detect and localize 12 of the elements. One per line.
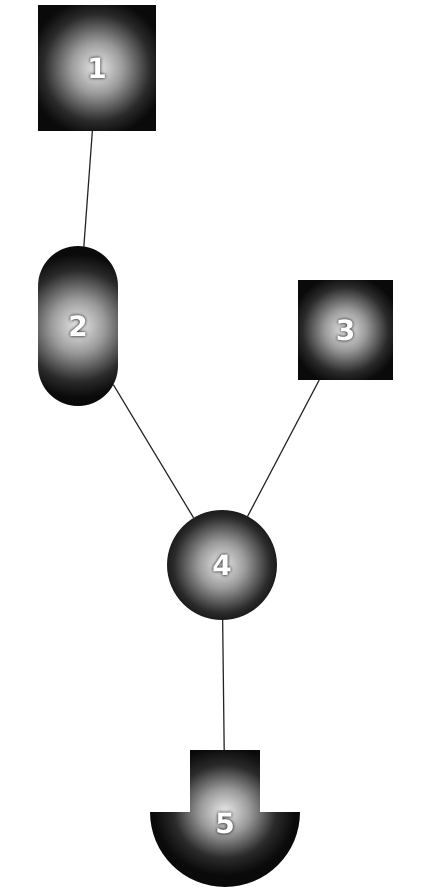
connector-line [247, 380, 320, 517]
connector-line [222, 620, 225, 750]
square-node [298, 280, 393, 380]
square-node [38, 5, 156, 131]
node-number: 3 [336, 314, 356, 346]
node-number: 5 [215, 807, 235, 840]
connector-line [112, 384, 194, 518]
bowl-node [150, 750, 300, 887]
node-number: 4 [212, 548, 232, 582]
node-number: 2 [68, 310, 88, 342]
node-number: 1 [87, 52, 107, 84]
connector-line [83, 130, 93, 246]
